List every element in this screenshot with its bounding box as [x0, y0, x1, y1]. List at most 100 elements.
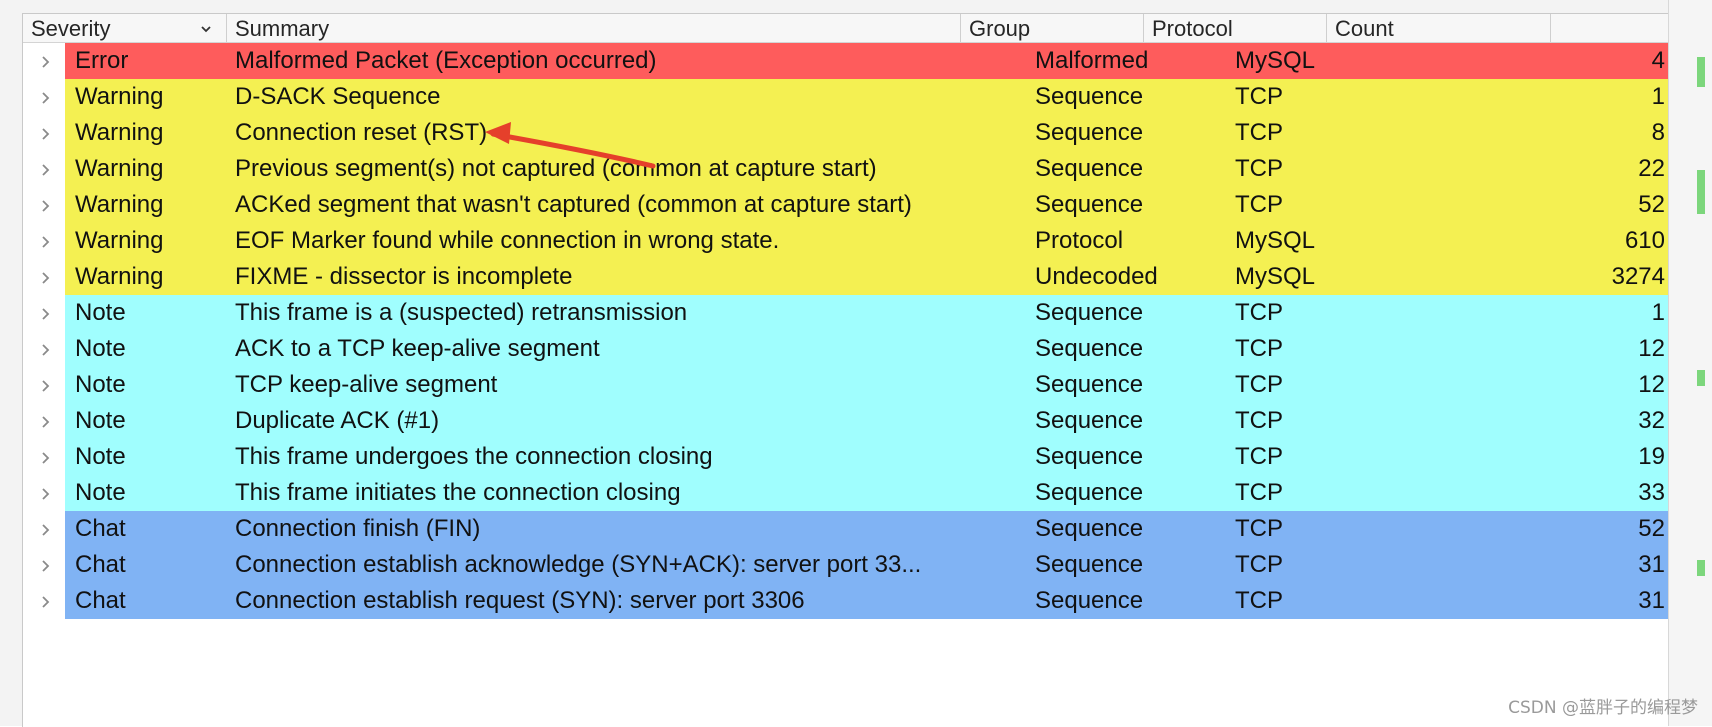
chevron-right-icon[interactable] [41, 307, 51, 321]
expand-toggle[interactable] [23, 79, 65, 115]
expand-toggle[interactable] [23, 367, 65, 403]
expand-toggle[interactable] [23, 475, 65, 511]
protocol-cell: TCP [1235, 83, 1283, 110]
chevron-right-icon[interactable] [41, 127, 51, 141]
scrollbar-strip[interactable] [1668, 0, 1712, 726]
expand-toggle[interactable] [23, 223, 65, 259]
count-cell: 33 [1638, 479, 1665, 506]
row-background [65, 115, 1669, 151]
count-cell: 52 [1638, 515, 1665, 542]
chevron-right-icon[interactable] [41, 523, 51, 537]
count-cell: 19 [1638, 443, 1665, 470]
chevron-right-icon[interactable] [41, 91, 51, 105]
count-cell: 12 [1638, 371, 1665, 398]
expand-toggle[interactable] [23, 187, 65, 223]
table-row[interactable]: Note This frame is a (suspected) retransm… [23, 295, 1669, 331]
severity-cell: Note [75, 299, 126, 326]
expand-toggle[interactable] [23, 43, 65, 79]
minimap-marker [1697, 560, 1705, 576]
group-cell: Sequence [1035, 299, 1144, 326]
minimap-marker [1697, 170, 1705, 214]
row-background [65, 331, 1669, 367]
table-row[interactable]: Warning Connection reset (RST) Sequence TCP… [23, 115, 1669, 151]
group-cell: Sequence [1035, 83, 1144, 110]
row-background [65, 547, 1669, 583]
chevron-right-icon[interactable] [41, 559, 51, 573]
count-cell: 32 [1638, 407, 1665, 434]
chevron-down-icon[interactable] [200, 23, 212, 35]
severity-cell: Warning [75, 227, 164, 254]
group-cell: Sequence [1035, 155, 1144, 182]
expand-toggle[interactable] [23, 115, 65, 151]
row-background [65, 583, 1669, 619]
row-background [65, 187, 1669, 223]
column-header-group[interactable]: Group [961, 14, 1144, 42]
count-cell: 4 [1651, 47, 1665, 74]
expand-toggle[interactable] [23, 403, 65, 439]
expand-toggle[interactable] [23, 583, 65, 619]
expand-toggle[interactable] [23, 295, 65, 331]
column-header-severity[interactable]: Severity [23, 14, 227, 42]
chevron-right-icon[interactable] [41, 235, 51, 249]
severity-cell: Note [75, 371, 126, 398]
protocol-cell: TCP [1235, 335, 1283, 362]
expand-toggle[interactable] [23, 511, 65, 547]
protocol-cell: TCP [1235, 119, 1283, 146]
minimap-marker [1697, 57, 1705, 87]
severity-cell: Warning [75, 155, 164, 182]
expert-info-table: Severity Summary Group Protocol Count Er… [22, 13, 1669, 727]
chevron-right-icon[interactable] [41, 595, 51, 609]
protocol-cell: TCP [1235, 299, 1283, 326]
chevron-right-icon[interactable] [41, 343, 51, 357]
expand-toggle[interactable] [23, 151, 65, 187]
group-cell: Sequence [1035, 119, 1144, 146]
expand-toggle[interactable] [23, 547, 65, 583]
chevron-right-icon[interactable] [41, 163, 51, 177]
chevron-right-icon[interactable] [41, 451, 51, 465]
summary-cell: EOF Marker found while connection in wro… [235, 227, 780, 254]
summary-cell: This frame initiates the connection clos… [235, 479, 681, 506]
group-cell: Sequence [1035, 479, 1144, 506]
count-cell: 8 [1651, 119, 1665, 146]
summary-cell: Connection reset (RST) [235, 119, 488, 146]
summary-cell: This frame is a (suspected) retransmissi… [235, 299, 688, 326]
column-header-count-label: Count [1335, 16, 1394, 41]
protocol-cell: TCP [1235, 191, 1283, 218]
summary-cell: FIXME - dissector is incomplete [235, 263, 573, 290]
group-cell: Undecoded [1035, 263, 1158, 290]
protocol-cell: TCP [1235, 443, 1283, 470]
column-header-summary[interactable]: Summary [227, 14, 961, 42]
group-cell: Sequence [1035, 335, 1144, 362]
column-header-count[interactable]: Count [1327, 14, 1551, 42]
severity-cell: Warning [75, 83, 164, 110]
chevron-right-icon[interactable] [41, 55, 51, 69]
expand-toggle[interactable] [23, 331, 65, 367]
summary-cell: This frame undergoes the connection clos… [235, 443, 713, 470]
chevron-right-icon[interactable] [41, 199, 51, 213]
chevron-right-icon[interactable] [41, 415, 51, 429]
minimap-marker [1697, 370, 1705, 386]
chevron-right-icon[interactable] [41, 271, 51, 285]
expand-toggle[interactable] [23, 259, 65, 295]
severity-cell: Warning [75, 119, 164, 146]
chevron-right-icon[interactable] [41, 379, 51, 393]
table-row[interactable]: Warning EOF Marker found while connection… [23, 223, 1669, 259]
column-header-protocol[interactable]: Protocol [1144, 14, 1327, 42]
expand-toggle[interactable] [23, 439, 65, 475]
chevron-right-icon[interactable] [41, 487, 51, 501]
row-background [65, 223, 1669, 259]
